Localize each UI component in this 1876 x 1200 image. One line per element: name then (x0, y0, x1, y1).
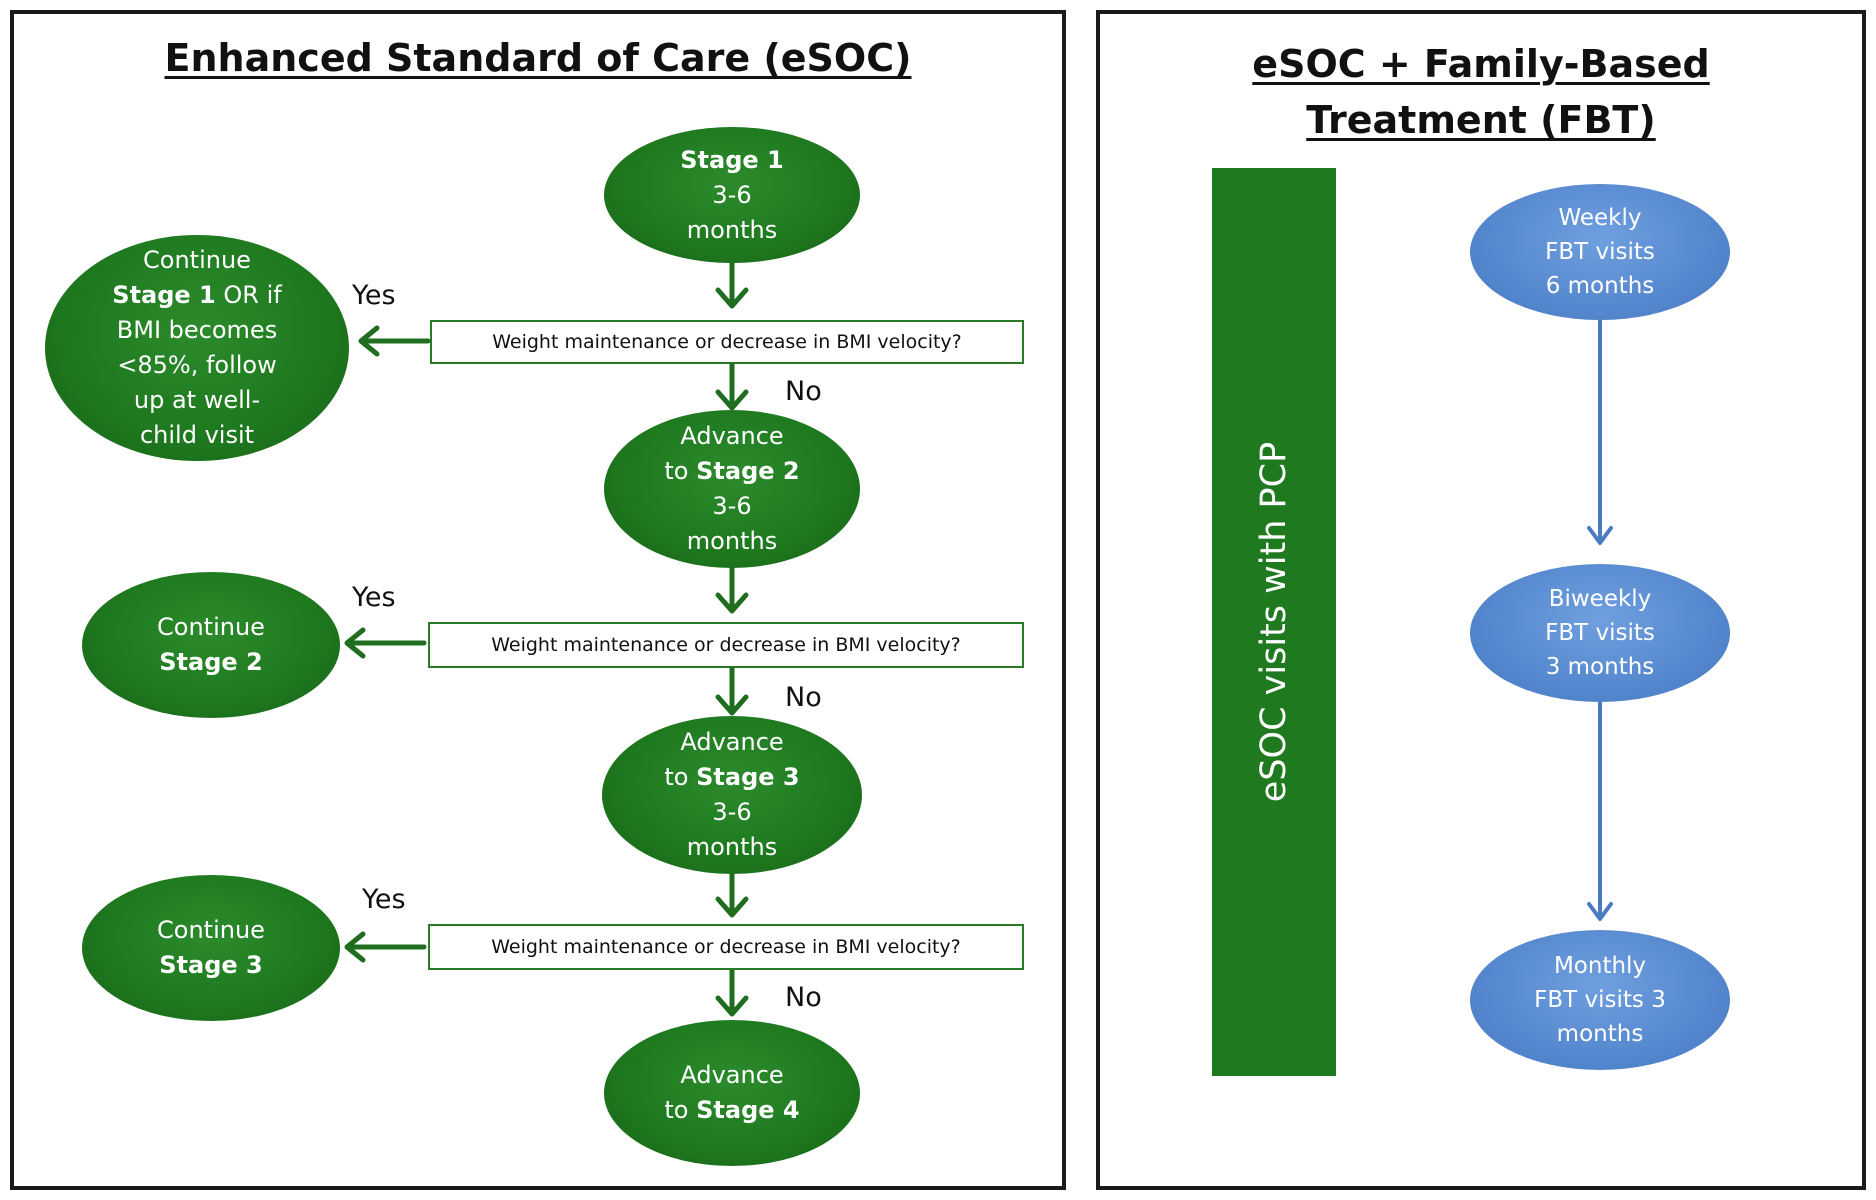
question-box-3: Weight maintenance or decrease in BMI ve… (428, 924, 1024, 970)
no-label-3: No (785, 982, 822, 1013)
yes-label-2: Yes (352, 582, 396, 613)
arrow-q2-to-continue2 (344, 627, 427, 659)
continue-stage1-node: Continue Stage 1 OR if BMI becomes <85%,… (45, 235, 349, 461)
advance3-line2: to Stage 3 (664, 760, 799, 795)
monthly-line1: Monthly (1553, 953, 1647, 979)
continue2-line1: Continue (157, 613, 265, 641)
biweekly-line1: Biweekly (1548, 586, 1652, 612)
stage1-title: Stage 1 (680, 145, 784, 174)
continue-stage3-node: Continue Stage 3 (82, 875, 340, 1021)
advance-stage2-node: Advance to Stage 2 3-6 months (604, 410, 860, 568)
yes-label-3: Yes (362, 884, 406, 915)
continue1-stage: Stage 1 (112, 281, 216, 309)
continue2-stage: Stage 2 (159, 648, 263, 676)
yes-label-1: Yes (352, 280, 396, 311)
advance4-line2: to Stage 4 (664, 1093, 799, 1128)
question-text-1: Weight maintenance or decrease in BMI ve… (492, 331, 962, 353)
continue1-line5: up at well- (133, 386, 261, 414)
monthly-line2: FBT visits 3 (1534, 987, 1666, 1013)
continue3-line1: Continue (157, 916, 265, 944)
esoc-pcp-bar: eSOC visits with PCP (1212, 168, 1336, 1076)
arrow-advance2-to-q2 (715, 563, 749, 614)
stage1-node: Stage 1 3-6 months (604, 127, 860, 263)
fbt-panel-title: eSOC + Family-Based Treatment (FBT) (1252, 42, 1710, 142)
biweekly-line2: FBT visits (1545, 620, 1655, 646)
continue1-line1: Continue (143, 246, 251, 274)
weekly-line1: Weekly (1558, 205, 1642, 231)
arrow-q3-to-continue3 (344, 931, 427, 963)
arrow-advance3-to-q3 (715, 869, 749, 918)
continue-stage2-node: Continue Stage 2 (82, 572, 340, 718)
arrow-stage1-to-q1 (715, 259, 749, 309)
arrow-q1-to-continue1 (358, 325, 431, 357)
advance-stage3-node: Advance to Stage 3 3-6 months (602, 716, 862, 874)
no-label-1: No (785, 376, 822, 407)
question-box-1: Weight maintenance or decrease in BMI ve… (430, 320, 1024, 364)
advance3-stage: Stage 3 (696, 763, 800, 791)
weekly-line2: FBT visits (1545, 239, 1655, 265)
arrow-weekly-to-biweekly (1587, 316, 1613, 545)
question-text-2: Weight maintenance or decrease in BMI ve… (491, 634, 961, 656)
advance2-line1: Advance (680, 422, 784, 450)
weekly-fbt-node: Weekly FBT visits 6 months (1470, 184, 1730, 320)
advance4-line1: Advance (680, 1061, 784, 1089)
advance2-unit: months (686, 527, 778, 555)
biweekly-line3: 3 months (1545, 654, 1655, 680)
biweekly-fbt-node: Biweekly FBT visits 3 months (1470, 564, 1730, 702)
esoc-panel-title: Enhanced Standard of Care (eSOC) (164, 36, 912, 80)
arrow-q2-to-advance3 (715, 664, 749, 716)
advance-stage4-node: Advance to Stage 4 (604, 1020, 860, 1166)
advance4-to: to (664, 1096, 697, 1124)
advance3-to: to (664, 763, 697, 791)
advance3-line1: Advance (680, 728, 784, 756)
advance2-to: to (664, 457, 697, 485)
advance4-stage: Stage 4 (696, 1096, 800, 1124)
continue1-line3: BMI becomes (116, 316, 278, 344)
continue1-line2: Stage 1 OR if (112, 278, 281, 313)
arrow-q3-to-advance4 (715, 965, 749, 1017)
weekly-line3: 6 months (1545, 273, 1655, 299)
continue1-line2-rest: OR if (215, 281, 282, 309)
esoc-pcp-bar-label: eSOC visits with PCP (1254, 441, 1294, 803)
stage1-unit: months (686, 215, 778, 244)
advance2-duration: 3-6 (712, 492, 752, 520)
stage1-duration: 3-6 (712, 180, 752, 209)
arrow-biweekly-to-monthly (1587, 698, 1613, 921)
no-label-2: No (785, 682, 822, 713)
arrow-q1-to-advance2 (715, 360, 749, 411)
question-text-3: Weight maintenance or decrease in BMI ve… (491, 936, 961, 958)
continue1-line6: child visit (139, 421, 255, 449)
advance2-stage: Stage 2 (696, 457, 800, 485)
continue3-stage: Stage 3 (159, 951, 263, 979)
monthly-line3: months (1556, 1021, 1644, 1047)
question-box-2: Weight maintenance or decrease in BMI ve… (428, 622, 1024, 668)
advance2-line2: to Stage 2 (664, 454, 799, 489)
continue1-line4: <85%, follow (117, 351, 277, 379)
monthly-fbt-node: Monthly FBT visits 3 months (1470, 930, 1730, 1070)
advance3-unit: months (686, 833, 778, 861)
advance3-duration: 3-6 (712, 798, 752, 826)
